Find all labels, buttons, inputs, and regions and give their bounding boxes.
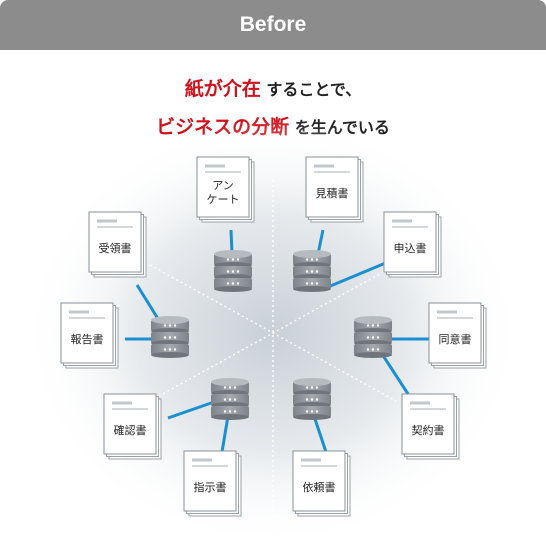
headline-rest-1: することで、 <box>266 80 362 99</box>
document-confirmation: 確認書 <box>103 393 162 460</box>
connector-lines <box>125 229 432 453</box>
document-order-receipt: 受領書 <box>88 211 147 278</box>
header-bar: Before <box>0 0 546 50</box>
divider-line <box>149 264 397 402</box>
database-icon <box>354 316 392 358</box>
headline-emphasis-1: 紙が介在 <box>184 78 261 100</box>
databases <box>151 250 392 420</box>
document-label: 見積書 <box>316 186 349 200</box>
database-icon <box>214 250 252 292</box>
database-icon <box>211 378 249 420</box>
document-label: ケート <box>207 193 240 206</box>
divider-lines <box>149 180 397 530</box>
document-label: アン <box>212 179 234 192</box>
document-application: 申込書 <box>383 211 442 278</box>
document-label: 確認書 <box>114 423 147 437</box>
document-contract: 契約書 <box>401 393 460 460</box>
document-label: 申込書 <box>394 241 427 255</box>
connector-line <box>380 353 412 398</box>
header-title: Before <box>239 13 307 36</box>
document-estimate: 見積書 <box>305 156 364 223</box>
database-icon <box>293 378 331 420</box>
document-consent: 同意書 <box>428 302 487 369</box>
connector-line <box>167 400 215 420</box>
document-label: 指示書 <box>194 480 227 494</box>
connector-line <box>229 229 234 255</box>
connector-line <box>135 284 162 323</box>
connector-line <box>312 415 328 453</box>
headline-line-1: 紙が介在 することで、 <box>0 74 546 101</box>
connector-line <box>220 415 230 453</box>
document-instruction: 指示書 <box>183 450 242 517</box>
connector-line <box>327 260 389 289</box>
document-report: 報告書 <box>60 302 119 369</box>
connector-line <box>316 229 325 255</box>
document-label: 契約書 <box>412 423 445 437</box>
document-label: 同意書 <box>439 332 472 346</box>
document-request: 依頼書 <box>292 450 351 517</box>
document-label: 依頼書 <box>303 480 336 494</box>
database-icon <box>151 316 189 358</box>
document-label: 受領書 <box>99 241 132 255</box>
database-icon <box>293 250 331 292</box>
document-label: 報告書 <box>71 332 104 346</box>
